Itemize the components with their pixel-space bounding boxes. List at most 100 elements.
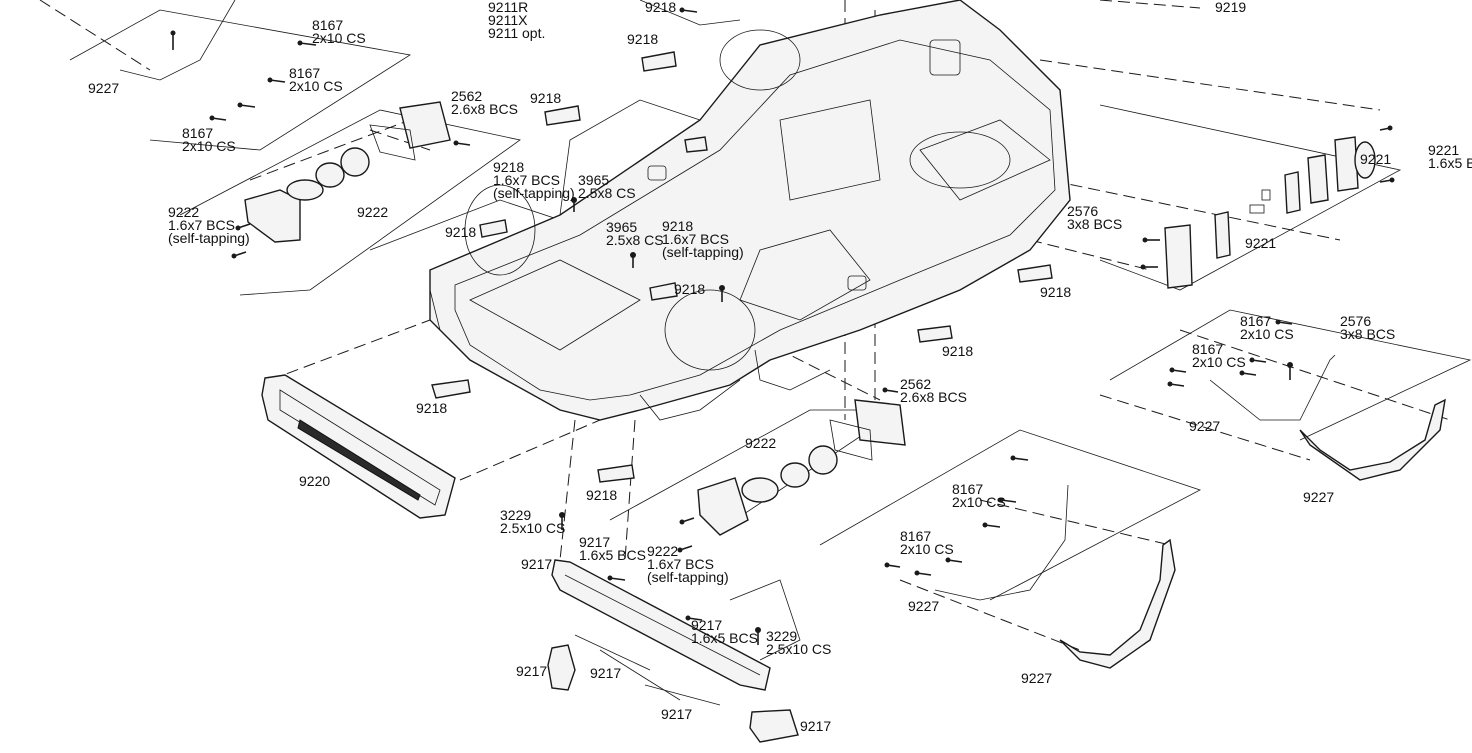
callout-c9221-c: 9221 [1245, 235, 1276, 251]
callout-c9218-k: 9218 [645, 0, 676, 15]
callout-line: 9218 [416, 400, 447, 416]
rear-light-assembly [1164, 136, 1376, 289]
callout-line: 8167 [1240, 313, 1271, 329]
callout-line: 9217 [800, 718, 831, 734]
callout-c9227-b: 9227 [1189, 418, 1220, 434]
callout-line: 2562 [900, 376, 931, 392]
callout-c9222-b: 9222 [357, 204, 388, 220]
callout-line: 9222 [647, 543, 678, 559]
callout-line: 3229 [500, 507, 531, 523]
callout-line: 9227 [88, 80, 119, 96]
callout-c9218-j: 9218 [1040, 284, 1071, 300]
callout-line: 2x10 CS [182, 138, 236, 154]
callout-line: 9220 [299, 473, 330, 489]
callout-line: 9217 [521, 556, 552, 572]
callout-c9220: 9220 [299, 473, 330, 489]
leader-frames [69, 0, 1472, 661]
callout-line: 9227 [1189, 418, 1220, 434]
callout-c9217-a: 9217 [521, 556, 552, 572]
right-headlight-assembly [697, 399, 906, 536]
callout-line: 1.6x7 BCS [168, 217, 235, 233]
callout-line: 9218 [645, 0, 676, 15]
assembly-guide-lines [39, 0, 1451, 651]
callout-line: 9218 [586, 487, 617, 503]
callout-c9221-b: 9221 [1360, 151, 1391, 167]
callout-line: 2.5x10 CS [500, 520, 565, 536]
callout-line: 9227 [1303, 489, 1334, 505]
callout-line: 9219 [1215, 0, 1246, 15]
callout-c9217-d: 9217 [590, 665, 621, 681]
callout-c9218-d: 9218 [445, 224, 476, 240]
callout-line: 9221 [1245, 235, 1276, 251]
callout-line: 9217 [516, 663, 547, 679]
callout-line: 3965 [606, 219, 637, 235]
callout-line: 2576 [1067, 203, 1098, 219]
callout-c9217-f: 9217 [661, 706, 692, 722]
callout-line: 9211 opt. [488, 25, 545, 41]
callout-c9217-g: 9217 [800, 718, 831, 734]
callout-line: 1.6x7 BCS [647, 556, 714, 572]
callout-line: 9222 [745, 435, 776, 451]
callout-c9227-a: 9227 [88, 80, 119, 96]
callout-c9227-d: 9227 [908, 598, 939, 614]
callout-line: (self-tapping) [493, 185, 575, 201]
callout-line: 3229 [766, 628, 797, 644]
callout-line: 9218 [942, 343, 973, 359]
callout-line: 9217 [691, 617, 722, 633]
callout-line: 9218 [674, 281, 705, 297]
callout-line: 2.6x8 BCS [900, 389, 967, 405]
callout-line: 8167 [900, 528, 931, 544]
callout-line: 3x8 BCS [1340, 326, 1395, 342]
callout-line: 2562 [451, 88, 482, 104]
callout-line: 1.6x5 BCS [579, 547, 646, 563]
callout-line: 8167 [1192, 341, 1223, 357]
callout-line: 8167 [312, 17, 343, 33]
callout-c9219-top: 9219 [1215, 0, 1246, 15]
callout-c9227-c: 9227 [1303, 489, 1334, 505]
callout-line: 2x10 CS [1240, 326, 1294, 342]
fender-flares [119, 0, 1446, 669]
callout-line: 2.5x8 CS [578, 185, 636, 201]
callout-line: 1.6x7 BCS [493, 172, 560, 188]
mount-clips [431, 51, 1053, 483]
callout-line: 9221 [1360, 151, 1391, 167]
callout-c9218-b: 9218 [530, 90, 561, 106]
callout-line: 9218 [493, 159, 524, 175]
callout-line: 2x10 CS [1192, 354, 1246, 370]
callout-line: 9218 [445, 224, 476, 240]
callout-c9218-i: 9218 [942, 343, 973, 359]
callout-c9222-c: 9222 [745, 435, 776, 451]
callout-line: 9218 [530, 90, 561, 106]
callout-line: 9218 [662, 218, 693, 234]
callout-line: 2.5x8 CS [606, 232, 664, 248]
callout-line: 2x10 CS [952, 494, 1006, 510]
callout-c9227-e: 9227 [1021, 670, 1052, 686]
callout-line: 2576 [1340, 313, 1371, 329]
callout-line: 9211R [488, 0, 528, 15]
callout-line: 8167 [952, 481, 983, 497]
callout-line: 2x10 CS [289, 78, 343, 94]
callout-line: 9217 [590, 665, 621, 681]
callout-line: 9227 [1021, 670, 1052, 686]
